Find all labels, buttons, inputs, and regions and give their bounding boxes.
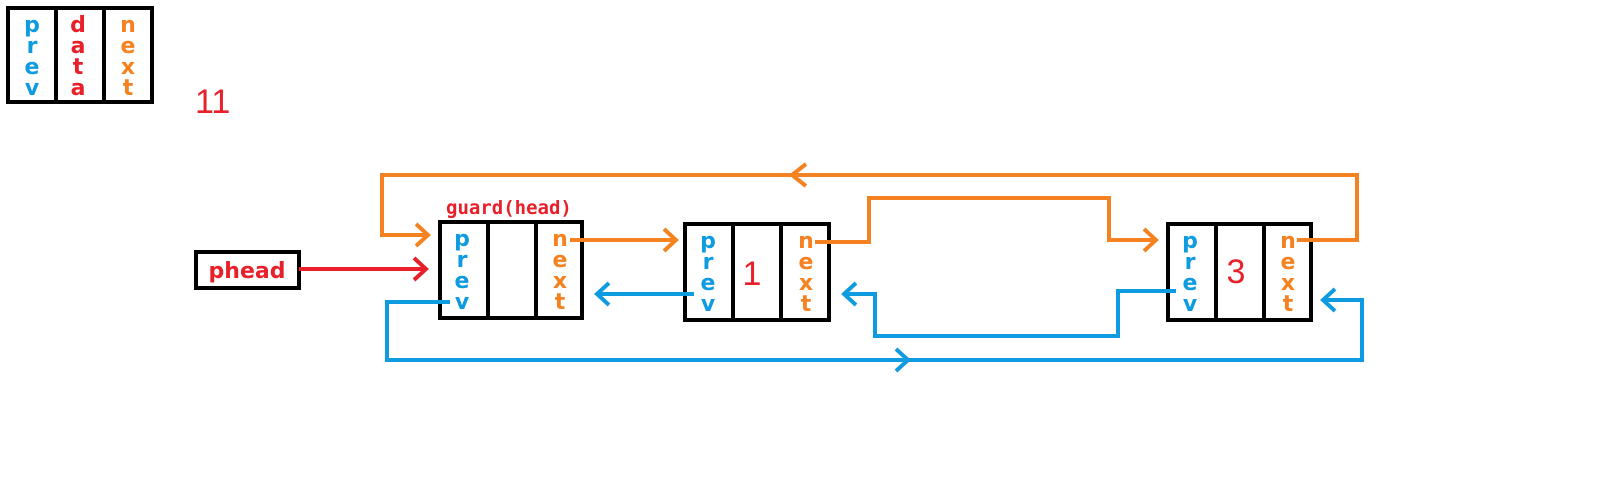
phead-label: phead xyxy=(209,259,286,284)
node-1-data-value: 1 xyxy=(743,255,762,293)
guard-head-label: guard(head) xyxy=(446,197,572,219)
guard-prev-arrow xyxy=(385,287,1364,373)
node-1-next-arrow xyxy=(815,196,1159,253)
phead-arrow xyxy=(299,256,429,282)
node-3-data-value: 3 xyxy=(1227,253,1246,291)
counter-number: 11 xyxy=(195,83,230,121)
guard-next-arrow xyxy=(570,227,679,253)
node-3-next-arrow xyxy=(380,162,1359,248)
phead-pointer-box: phead xyxy=(194,250,301,290)
node-3-prev-arrow xyxy=(841,281,1176,338)
node-1-prev-arrow xyxy=(594,281,694,307)
